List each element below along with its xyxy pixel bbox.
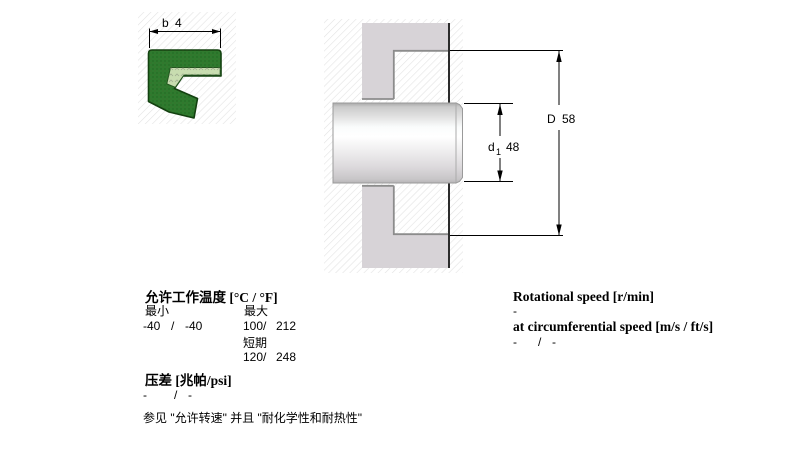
temperature-title: 允许工作温度 [°C / °F] bbox=[145, 290, 278, 305]
housing-section bbox=[362, 23, 450, 268]
temperature-min-header: 最小 bbox=[145, 304, 170, 318]
circumferential-speed-separator: / bbox=[538, 335, 542, 349]
temperature-min-separator: / bbox=[171, 319, 175, 333]
seat-recess-edges bbox=[362, 49, 448, 236]
shaft-body bbox=[332, 102, 457, 184]
D-arrow-down bbox=[556, 224, 562, 236]
shaft-end-chamfer bbox=[455, 102, 463, 184]
d1-dim-label: d bbox=[488, 140, 495, 154]
rotational-speed-title: Rotational speed [r/min] bbox=[513, 289, 654, 304]
pressure-separator: / bbox=[174, 388, 178, 402]
temperature-max-fahrenheit: 212 bbox=[276, 319, 297, 333]
D-arrow-up bbox=[556, 51, 562, 62]
housing-upper-lip bbox=[362, 50, 393, 99]
d1-dim-value: 48 bbox=[506, 140, 520, 154]
temperature-short-term-celsius: 120 bbox=[243, 350, 264, 364]
b-arrow-left bbox=[149, 29, 158, 34]
shaft bbox=[332, 102, 463, 184]
temperature-min-fahrenheit: -40 bbox=[185, 319, 203, 333]
housing-lower-block bbox=[362, 235, 448, 268]
technical-drawing: b 4 bbox=[138, 12, 576, 273]
circumferential-speed-value-fts: - bbox=[552, 335, 556, 349]
dimension-b bbox=[149, 28, 221, 48]
d1-dim-subscript: 1 bbox=[496, 147, 501, 157]
pressure-value-mpa: - bbox=[143, 388, 147, 402]
pressure-value-psi: - bbox=[188, 388, 192, 402]
circumferential-speed-value-ms: - bbox=[513, 335, 517, 349]
temperature-short-term-separator: / bbox=[263, 350, 267, 364]
b-arrow-right bbox=[212, 29, 221, 34]
see-also-note: 参见 "允许转速" 并且 "耐化学性和耐热性" bbox=[143, 411, 363, 425]
dimension-d1 bbox=[464, 103, 513, 182]
pressure-title: 压差 [兆帕/psi] bbox=[145, 373, 232, 388]
temperature-short-term-fahrenheit: 248 bbox=[276, 350, 297, 364]
temperature-max-header: 最大 bbox=[244, 304, 269, 318]
temperature-short-term-label: 短期 bbox=[243, 336, 268, 350]
b-dim-label: b bbox=[162, 16, 169, 30]
temperature-min-celsius: -40 bbox=[143, 319, 161, 333]
housing-lower-lip bbox=[362, 185, 393, 235]
seal-cross-section bbox=[147, 49, 222, 119]
b-dim-value: 4 bbox=[175, 16, 182, 30]
dimension-D bbox=[450, 50, 563, 236]
rotational-speed-value: - bbox=[513, 304, 517, 318]
D-dim-value: 58 bbox=[562, 112, 576, 126]
housing-upper-block bbox=[362, 23, 448, 50]
temperature-max-separator: / bbox=[263, 319, 267, 333]
d1-arrow-down bbox=[497, 170, 503, 182]
temperature-max-celsius: 100 bbox=[243, 319, 264, 333]
d1-arrow-up bbox=[497, 104, 503, 115]
D-dim-label: D bbox=[547, 112, 556, 126]
circumferential-speed-title: at circumferential speed [m/s / ft/s] bbox=[513, 319, 714, 334]
seal-insert-texture bbox=[166, 67, 221, 88]
